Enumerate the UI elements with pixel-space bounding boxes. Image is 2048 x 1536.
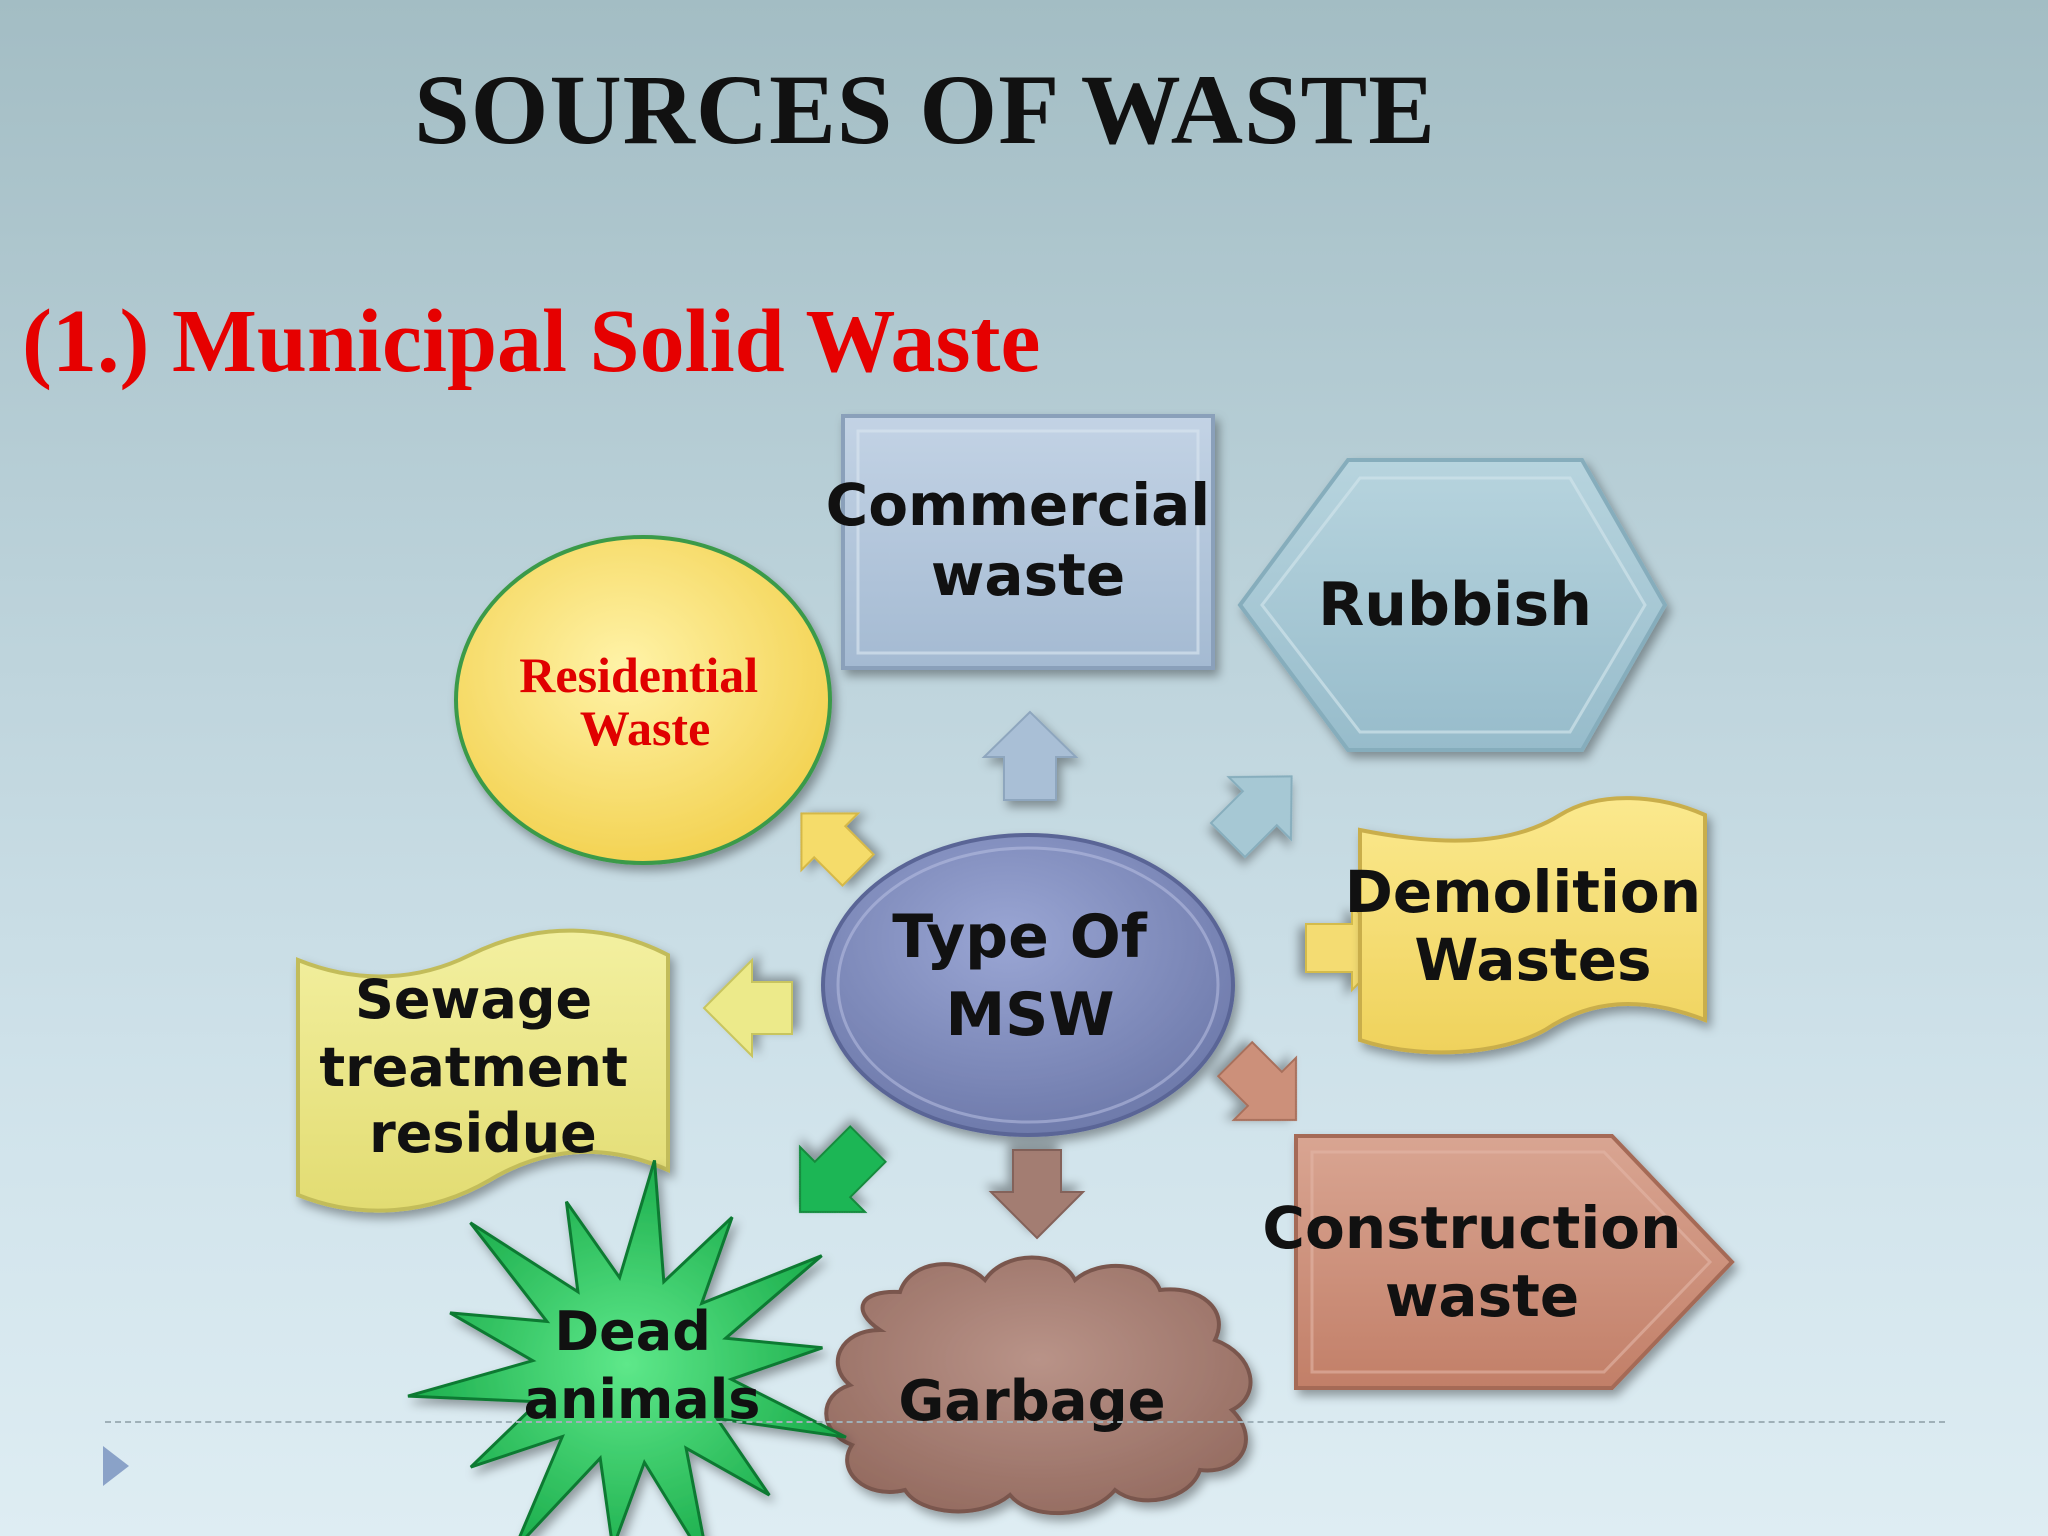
garbage-label: Garbage <box>898 1369 1165 1434</box>
arrow-up-left <box>800 812 875 887</box>
sewage-line-3: residue <box>369 1102 597 1165</box>
node-residential: Residential Waste <box>454 535 832 865</box>
construction-line-2: waste <box>1385 1262 1579 1330</box>
node-construction: Construction waste <box>1262 1134 1735 1390</box>
residential-label: Residential Waste <box>519 647 770 756</box>
sewage-label: Sewage treatment residue <box>319 968 646 1165</box>
page-title: SOURCES OF WASTE <box>414 54 1436 165</box>
arrow-down <box>988 1149 1086 1240</box>
dead-animals-line-2: animals <box>524 1368 761 1431</box>
dead-animals-label: Dead animals <box>524 1300 761 1431</box>
footer-divider <box>105 1421 1945 1423</box>
arrow-down-right <box>1216 1040 1297 1121</box>
demolition-line-2: Wastes <box>1414 926 1651 994</box>
commercial-line-2: waste <box>931 541 1125 609</box>
node-sewage: Sewage treatment residue <box>296 928 670 1213</box>
node-commercial: Commercial waste <box>826 414 1231 670</box>
commercial-line-1: Commercial <box>826 471 1211 539</box>
residential-line-1: Residential <box>519 647 758 703</box>
bullet-triangle-icon <box>103 1446 129 1486</box>
node-rubbish: Rubbish <box>1237 458 1668 752</box>
residential-line-2: Waste <box>580 700 711 756</box>
section-subtitle: (1.) Municipal Solid Waste <box>22 292 1041 391</box>
construction-label: Construction waste <box>1262 1194 1701 1330</box>
node-demolition: Demolition Wastes <box>1345 796 1721 1055</box>
center-node: Type Of MSW <box>821 833 1235 1137</box>
construction-line-1: Construction <box>1262 1194 1681 1262</box>
center-label: Type Of MSW <box>892 902 1167 1050</box>
center-line-1: Type Of <box>892 902 1147 972</box>
arrow-up-right <box>1209 775 1293 859</box>
center-line-2: MSW <box>945 980 1114 1050</box>
node-garbage: Garbage <box>824 1255 1253 1516</box>
arrow-up <box>981 710 1079 801</box>
sewage-line-1: Sewage <box>355 968 592 1031</box>
demolition-label: Demolition Wastes <box>1345 858 1721 994</box>
dead-animals-line-1: Dead <box>554 1300 711 1363</box>
arrow-down-left <box>799 1125 887 1213</box>
sewage-line-2: treatment <box>319 1036 627 1099</box>
node-dead-animals: Dead animals <box>407 1159 847 1536</box>
rubbish-label: Rubbish <box>1318 570 1592 640</box>
arrow-left <box>702 957 793 1059</box>
demolition-line-1: Demolition <box>1345 858 1701 926</box>
commercial-label: Commercial waste <box>826 471 1231 609</box>
